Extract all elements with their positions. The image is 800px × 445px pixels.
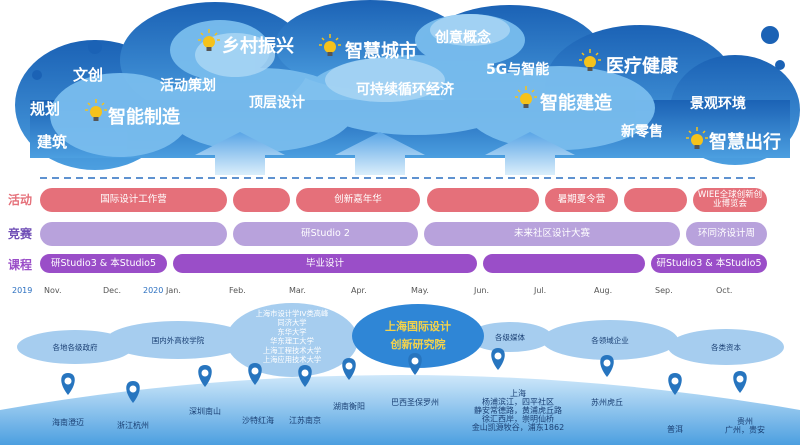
label-zhihui-chengshi: 智慧城市 (345, 40, 417, 62)
cloud-banner: 建筑 规划 文创 智能制造 活动策划 乡村振兴 顶层设计 智慧城市 创意概念 可… (15, 0, 800, 179)
location-label: 普洱 (667, 424, 683, 434)
location-label: 上海杨浦滨江，四平社区静安常德路，黄浦虎丘路徐汇西岸，崇明仙桥金山凯源牧谷，浦东… (472, 388, 564, 432)
location-label: 海南澄迈 (52, 417, 84, 427)
location-pin-icon (126, 381, 140, 403)
activity-pill: WIEE全球创新创业博览会 (693, 188, 767, 212)
location-pin-icon (668, 373, 682, 395)
year-2019: 2019 (12, 286, 33, 295)
partner-enterprise-label: 各领域企业 (591, 335, 629, 345)
row-label-competition: 竞赛 (8, 227, 33, 241)
location-pin-icon (733, 371, 747, 393)
partner-universities (226, 303, 358, 377)
location-label: 江苏南京 (289, 415, 321, 425)
month-sep: Sep. (655, 286, 673, 295)
label-xin-lingshou: 新零售 (621, 123, 663, 140)
activity-pill (624, 188, 687, 212)
label-zhihui-chuxing: 智慧出行 (709, 131, 781, 153)
competition-pill (40, 222, 227, 246)
month-jul: Jul. (534, 286, 547, 295)
month-may: May. (411, 286, 429, 295)
location-pin-icon (61, 373, 75, 395)
label-kechixu: 可持续循环经济 (356, 81, 455, 98)
row-label-activity: 活动 (8, 193, 33, 207)
partner-enterprise (542, 320, 678, 360)
course-pill (483, 254, 645, 273)
activity-pill: 国际设计工作营 (40, 188, 227, 212)
label-jianzhu: 建筑 (37, 133, 67, 151)
partner-universities-label: 上海市设计学IV类高峰同济大学东华大学华东理工大学上海工程技术大学上海应用技术大… (256, 309, 330, 364)
course-pill: 研Studio3 & 本Studio5 (40, 254, 167, 273)
partner-gov (17, 330, 133, 364)
partner-center (352, 304, 484, 368)
label-wenchuang: 文创 (73, 66, 103, 84)
up-arrows (195, 132, 575, 175)
month-jan: Jan. (166, 286, 181, 295)
location-label: 湖南衡阳 (333, 401, 365, 411)
location-pin-icon (342, 358, 356, 380)
location-pin-icon (298, 365, 312, 387)
competition-pill: 研Studio 2 (233, 222, 418, 246)
label-5g-zhineng: 5G与智能 (486, 61, 549, 78)
partner-gov-label: 各地各级政府 (53, 342, 98, 352)
center-line1: 上海国际设计 (385, 319, 451, 333)
location-label: 浙江杭州 (117, 420, 149, 430)
partner-schools-label: 国内外高校学院 (152, 335, 205, 345)
label-yiliao-jiankang: 医疗健康 (606, 55, 679, 77)
partner-network: 各地各级政府 国内外高校学院 各级媒体 各领域企业 各类资本 上海市设计学IV类… (0, 303, 800, 445)
competition-pill: 未来社区设计大赛 (424, 222, 680, 246)
location-label: 苏州虎丘 (591, 397, 623, 407)
location-pin-icon (198, 365, 212, 387)
course-pill: 研Studio3 & 本Studio5 (651, 254, 767, 273)
location-label: 沙特红海 (242, 415, 274, 425)
location-pin-icon (491, 348, 505, 370)
location-label: 深圳南山 (189, 406, 221, 416)
partner-capital (668, 329, 784, 365)
partner-media (468, 322, 552, 352)
partner-capital-label: 各类资本 (711, 342, 741, 352)
activity-pill: 暑期夏令营 (545, 188, 618, 212)
competition-pill: 环同济设计周 (686, 222, 767, 246)
month-nov: Nov. (44, 286, 62, 295)
label-chuangyi-gainian: 创意概念 (434, 29, 492, 46)
month-feb: Feb. (229, 286, 246, 295)
month-apr: Apr. (351, 286, 367, 295)
month-aug: Aug. (594, 286, 613, 295)
year-2020: 2020 (143, 286, 164, 295)
course-pill: 毕业设计 (173, 254, 477, 273)
location-label: 巴西圣保罗州 (391, 397, 439, 407)
label-guihua: 规划 (30, 100, 60, 118)
activity-pill (233, 188, 290, 212)
label-dingceng-sheji: 顶层设计 (249, 94, 305, 111)
location-pin-icon (408, 353, 422, 375)
center-line2: 创新研究院 (390, 337, 446, 351)
month-dec: Dec. (103, 286, 122, 295)
partner-media-label: 各级媒体 (495, 332, 525, 342)
label-xiangcun-zhenxing: 乡村振兴 (222, 35, 294, 57)
activity-pill: 创新嘉年华 (296, 188, 420, 212)
location-label: 贵州广州，贵安 (725, 416, 765, 435)
month-jun: Jun. (474, 286, 490, 295)
partner-schools (106, 321, 250, 359)
label-zhineng-zhizao: 智能制造 (108, 106, 180, 128)
month-oct: Oct. (716, 286, 733, 295)
bulb-icon (85, 29, 708, 149)
location-pin-icon (600, 355, 614, 377)
label-jingguan-huanjing: 景观环境 (690, 95, 746, 112)
location-pin-icon (248, 363, 262, 385)
activity-pill (427, 188, 539, 212)
label-zhineng-jianzao: 智能建造 (540, 92, 612, 114)
row-label-course: 课程 (8, 258, 33, 272)
month-mar: Mar. (289, 286, 306, 295)
label-huodong-cehua: 活动策划 (160, 77, 216, 94)
